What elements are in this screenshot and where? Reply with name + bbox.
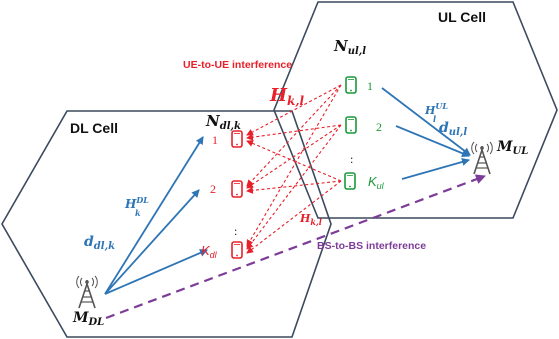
- dl-bs-antenna-tower-icon: [75, 275, 99, 309]
- dl-ue-k-phone-icon: [231, 241, 243, 259]
- dl-ue-2-phone-icon: [231, 180, 243, 198]
- dl-ue-k-label: Kdl: [201, 243, 218, 260]
- dl-bs-antennas-label: MDL: [72, 310, 104, 328]
- ul-cell-hexagon: [273, 1, 558, 219]
- dl-channel-sub: k: [135, 208, 141, 218]
- ul-ue-dots: :: [350, 152, 353, 166]
- dl-ue-dots: :: [234, 224, 237, 238]
- dl-channel-label: HDL: [124, 195, 149, 211]
- dl-cell-hexagon: [1, 110, 332, 338]
- dl-cell-title: DL Cell: [70, 120, 118, 136]
- bs-to-bs-interference-arrow: [105, 174, 486, 320]
- ul-ue-2-label: 2: [376, 120, 382, 134]
- dl-ue-set-label: Ndl,k: [205, 112, 241, 132]
- ul-ue-k-label: Kul: [368, 174, 385, 191]
- ul-distance-label: dul,l: [439, 120, 467, 138]
- ul-link-uek: [401, 158, 470, 180]
- ue-to-ue-interference-arrows: [246, 84, 342, 254]
- ul-channel-sub: l: [433, 114, 436, 124]
- ul-link-ue2: [395, 125, 470, 158]
- dl-ue-1-label: 1: [212, 133, 218, 147]
- dl-link-ue1: [104, 136, 204, 295]
- ul-ue-2-phone-icon: [345, 116, 357, 134]
- interference-channel-label-small: Hk,l: [299, 212, 322, 227]
- dl-link-uek: [104, 249, 208, 295]
- ul-link-ue1: [381, 87, 471, 156]
- ul-bs-antenna-tower-icon: [470, 141, 494, 175]
- dl-ue-1-phone-icon: [231, 130, 243, 148]
- ul-ue-1-phone-icon: [345, 76, 357, 94]
- ue-to-ue-interference-label: UE-to-UE interference: [183, 59, 292, 71]
- ul-ue-k-phone-icon: [344, 172, 356, 190]
- dl-distance-label: ddl,k: [84, 234, 115, 252]
- ul-ue-set-label: Nul,l: [333, 37, 366, 57]
- dl-ue-2-label: 2: [210, 182, 216, 196]
- ul-channel-label: HUL: [424, 101, 448, 117]
- bs-to-bs-interference-label: BS-to-BS interference: [317, 240, 426, 252]
- ul-ue-1-label: 1: [367, 79, 373, 93]
- ul-cell-title: UL Cell: [438, 9, 486, 25]
- interference-channel-label: Hk,l: [269, 85, 305, 108]
- dl-link-ue2: [104, 189, 200, 295]
- ul-bs-antennas-label: MUL: [496, 139, 528, 157]
